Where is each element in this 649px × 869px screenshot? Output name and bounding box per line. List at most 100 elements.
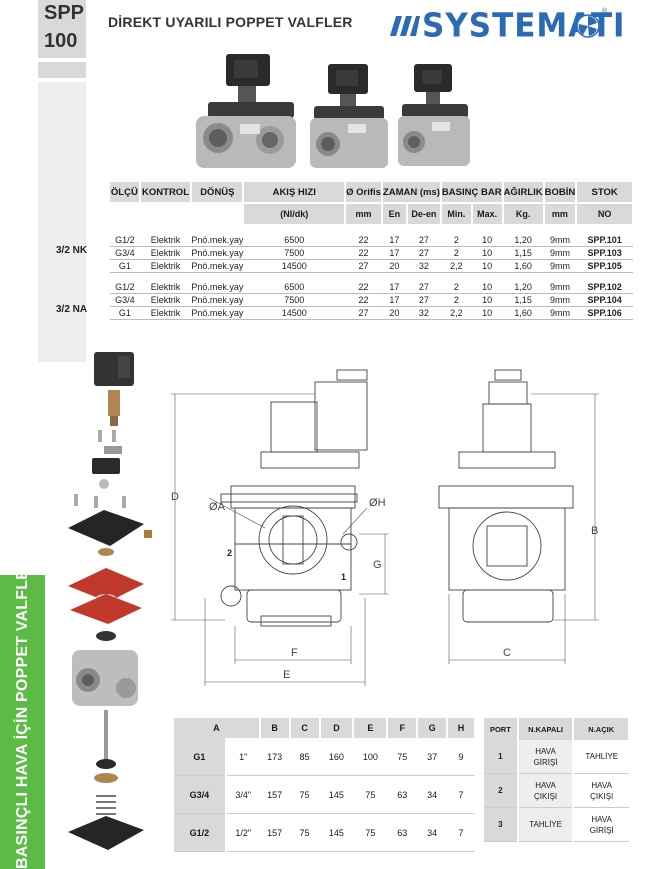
unit-flow: (Nl/dk) [243, 202, 347, 224]
cell-text-line: TAHLİYE [585, 752, 619, 761]
cell-return: Pnö.mek.yay [191, 259, 244, 273]
cell-flow: 6500 [243, 234, 346, 247]
cell-pressure-min: 2 [440, 246, 472, 260]
cell-size: G3/4 [110, 246, 140, 260]
cell-time-off: 32 [406, 306, 441, 320]
cell-a: 1" [225, 738, 260, 776]
cell-pressure-max: 10 [471, 246, 503, 260]
dim-header-f: F [387, 718, 419, 738]
cell-pressure-max: 10 [471, 281, 503, 294]
port-header-nk: N.KAPALI [517, 718, 575, 740]
cell-pressure-max: 10 [471, 234, 503, 247]
cell-pressure-min: 2,2 [440, 306, 472, 320]
unit-time-on: En [381, 202, 408, 224]
cell-size: G1/2 [110, 234, 140, 247]
dim-label-a: ØA [209, 501, 226, 513]
cell-orifice: 27 [345, 306, 382, 320]
valve-photo-small [398, 64, 470, 166]
front-view [220, 369, 368, 627]
spec-row: G1/2 Elektrik Pnö.mek.yay 6500 22 17 27 … [110, 281, 633, 294]
front-dimension-lines [171, 393, 389, 686]
cell-d: 160 [319, 738, 354, 776]
cell-text-line: ÇIKIŞI [534, 791, 558, 801]
dim-header-g: G [417, 718, 449, 738]
spec-row: G1/2 Elektrik Pnö.mek.yay 6500 22 17 27 … [110, 234, 633, 247]
unit-stock: NO [576, 202, 634, 224]
cell-h: 7 [447, 813, 475, 852]
unit-coil: mm [543, 202, 578, 224]
cell-thread: G1/2 [174, 813, 227, 852]
cell-f: 63 [387, 775, 418, 814]
col-header-time: ZAMAN (ms) [381, 182, 442, 203]
cell-d: 145 [319, 813, 354, 852]
spec-table: ÖLÇÜ KONTROL DÖNÜŞ AKIŞ HIZI Ø Orifis ZA… [110, 182, 634, 320]
cell-thread: G3/4 [174, 775, 227, 814]
col-header-control: KONTROL [139, 182, 193, 203]
spec-row: G1 Elektrik Pnö.mek.yay 14500 27 20 32 2… [110, 259, 633, 273]
cell-pressure-min: 2 [440, 234, 472, 247]
cell-time-off: 27 [406, 234, 441, 247]
cell-b: 157 [259, 813, 290, 852]
cell-pressure-min: 2 [440, 293, 472, 307]
cell-coil: 9mm [543, 293, 577, 307]
cell-text-line: GİRİŞİ [533, 757, 558, 767]
port-header-port: PORT [484, 718, 519, 740]
valve-photo-large [196, 54, 296, 168]
cell-g: 34 [417, 813, 448, 852]
cell-time-off: 27 [406, 281, 441, 294]
category-label: BASINÇLI HAVA İÇİN POPPET VALFLER [14, 557, 31, 869]
cell-text-line: TAHLİYE [529, 820, 562, 829]
cell-port: 1 [484, 740, 519, 774]
cell-control: Elektrik [139, 306, 192, 320]
cell-orifice: 27 [345, 259, 382, 273]
dim-label-c: C [503, 647, 511, 659]
cell-d: 145 [319, 775, 354, 814]
port-header-na: N.AÇIK [573, 718, 630, 740]
cell-port: 2 [484, 773, 519, 808]
cell-control: Elektrik [139, 281, 192, 294]
cell-coil: 9mm [543, 246, 577, 260]
cell-weight: 1,20 [502, 234, 544, 247]
cell-coil: 9mm [543, 234, 577, 247]
dimension-header-row: A B C D E F G H [174, 718, 476, 738]
dim-header-c: C [289, 718, 321, 738]
cell-na: TAHLİYE [573, 740, 629, 774]
cell-e: 75 [353, 775, 388, 814]
page-title: DİREKT UYARILI POPPET VALFLER [108, 14, 353, 30]
left-strip [38, 62, 86, 78]
cell-pressure-max: 10 [471, 259, 503, 273]
dim-header-a: A [174, 718, 261, 738]
cell-text-line: HAVA [591, 814, 612, 824]
cell-text-line: GİRİŞİ [589, 825, 614, 835]
exploded-view-drawing [68, 352, 152, 850]
cell-time-off: 27 [406, 293, 441, 307]
cell-pressure-min: 2 [440, 281, 472, 294]
dim-header-h: H [447, 718, 476, 738]
cell-pressure-min: 2,2 [440, 259, 472, 273]
cell-size: G3/4 [110, 293, 140, 307]
cell-time-on: 17 [381, 246, 407, 260]
dimension-table: A B C D E F G H G1 1" 173 85 160 100 75 … [174, 718, 476, 852]
group-label-na: 3/2 NA [56, 304, 88, 315]
cell-coil: 9mm [543, 259, 577, 273]
cell-orifice: 22 [345, 246, 382, 260]
port-label-1: 1 [341, 572, 346, 582]
cell-c: 75 [289, 813, 320, 852]
unit-pressure-max: Max. [471, 202, 504, 224]
port-label-2: 2 [227, 548, 232, 558]
spec-header-row: ÖLÇÜ KONTROL DÖNÜŞ AKIŞ HIZI Ø Orifis ZA… [110, 182, 634, 203]
group-label-nk: 3/2 NK [56, 245, 88, 256]
dim-header-b: B [259, 718, 291, 738]
dim-label-g: G [373, 559, 382, 571]
brand-logo: SYSTEMATI ® [390, 6, 625, 46]
cell-pressure-max: 10 [471, 293, 503, 307]
cell-time-on: 20 [381, 259, 407, 273]
product-photos [196, 54, 470, 168]
cell-h: 9 [447, 738, 475, 776]
dim-label-e: E [283, 669, 290, 681]
dim-header-d: D [319, 718, 355, 738]
cell-weight: 1,20 [502, 281, 544, 294]
